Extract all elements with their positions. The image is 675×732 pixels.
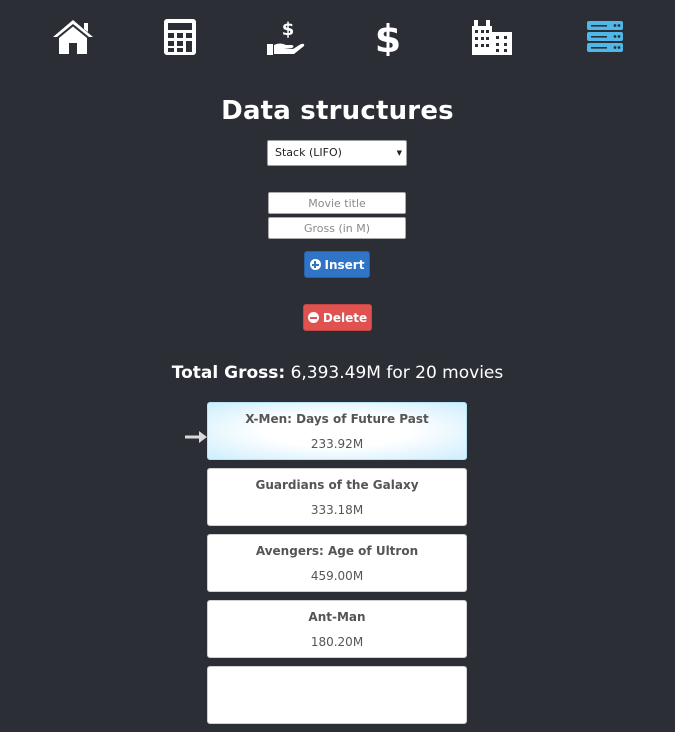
nav-data-structures[interactable] <box>585 18 625 56</box>
server-icon <box>585 18 625 56</box>
arrow-right-icon <box>185 428 207 443</box>
calculator-icon <box>158 18 202 56</box>
city-icon <box>470 18 514 56</box>
movie-gross: 333.18M <box>310 503 364 517</box>
nav-finance[interactable]: $ <box>264 18 308 56</box>
dollar-icon: $ <box>366 18 410 56</box>
stack-item: Avengers: Age of Ultron 459.00M <box>207 534 467 592</box>
total-gross-label: Total Gross: <box>171 363 286 383</box>
stack-item: Ant-Man 180.20M <box>207 600 467 658</box>
nav-calculator[interactable] <box>158 18 202 56</box>
insert-button-label: Insert <box>324 258 365 272</box>
minus-circle-icon <box>307 312 319 323</box>
delete-button[interactable]: Delete <box>303 304 372 331</box>
movie-title: X-Men: Days of Future Past <box>245 412 429 426</box>
plus-circle-icon <box>309 259 321 270</box>
nav-dollar[interactable]: $ <box>366 18 410 56</box>
insert-button[interactable]: Insert <box>304 251 370 278</box>
stack-item: X-Men: Days of Future Past 233.92M <box>207 402 467 460</box>
total-gross-summary: Total Gross: 6,393.49M for 20 movies <box>0 360 675 386</box>
nav-home[interactable] <box>51 18 95 56</box>
page-title: Data structures <box>221 96 454 126</box>
movie-title: Ant-Man <box>308 610 366 624</box>
stack-list: X-Men: Days of Future Past 233.92M Guard… <box>207 402 467 732</box>
top-nav: $ $ <box>0 0 675 72</box>
stack-item: Guardians of the Galaxy 333.18M <box>207 468 467 526</box>
hand-dollar-icon: $ <box>264 18 308 56</box>
chevron-down-icon: ▼ <box>396 149 402 157</box>
structure-select[interactable]: Stack (LIFO) ▼ <box>267 140 407 166</box>
movie-gross: 233.92M <box>310 437 364 451</box>
total-gross-value: 6,393.49M for 20 movies <box>290 363 504 383</box>
structure-select-value: Stack (LIFO) <box>275 146 342 159</box>
home-icon <box>51 18 95 56</box>
movie-title: Guardians of the Galaxy <box>255 478 419 492</box>
movie-gross: 180.20M <box>310 635 364 649</box>
movie-title-input[interactable] <box>268 192 406 214</box>
movie-gross: 459.00M <box>310 569 364 583</box>
movie-title: Avengers: Age of Ultron <box>255 544 419 558</box>
svg-text:$: $ <box>282 19 295 40</box>
nav-city[interactable] <box>470 18 514 56</box>
svg-text:$: $ <box>375 18 401 56</box>
delete-button-label: Delete <box>322 311 368 325</box>
gross-input[interactable] <box>268 217 406 239</box>
